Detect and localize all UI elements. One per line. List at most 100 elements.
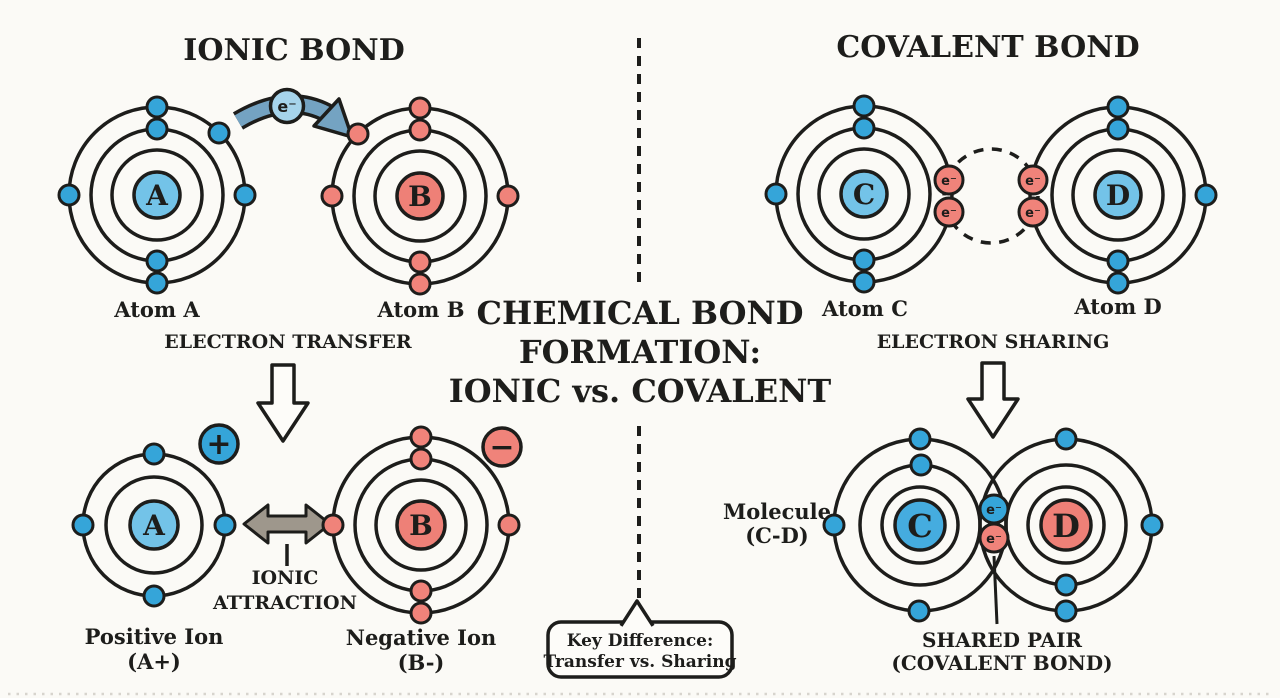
shared-electron — [933, 164, 965, 196]
atom-b: B — [320, 96, 520, 296]
ionic-attraction-label1: IONIC — [252, 567, 319, 589]
electron-dot — [1106, 271, 1130, 295]
electron-dot — [852, 94, 876, 118]
atom-b-label: Atom B — [377, 297, 465, 322]
key-difference-line2: Transfer vs. Sharing — [544, 652, 737, 672]
electron-dot — [1054, 599, 1078, 623]
electron-dot — [145, 117, 169, 141]
electron-dot — [142, 442, 166, 466]
atom-b-nucleus — [395, 171, 445, 221]
electron-dot — [408, 272, 432, 296]
ionic-attraction: IONIC ATTRACTION — [212, 503, 357, 614]
down-arrow-icon — [256, 363, 310, 443]
molecule-label1: Molecule — [723, 499, 831, 524]
electron-dot — [909, 453, 933, 477]
ionic-panel: IONIC BOND A e⁻ — [57, 33, 523, 675]
electron-transfer-label: ELECTRON TRANSFER — [164, 331, 412, 353]
electron-dot — [822, 513, 846, 537]
atom-d-label: Atom D — [1073, 294, 1161, 319]
electron-dot — [142, 584, 166, 608]
shared-electron — [1017, 196, 1049, 228]
atom-d-symbol: D — [1106, 179, 1130, 212]
shared-pair-label2: (COVALENT BOND) — [891, 651, 1112, 675]
shared-electron — [933, 196, 965, 228]
main-title-line2: FORMATION: — [519, 333, 761, 371]
minus-charge-badge — [481, 426, 523, 468]
orbit-ring — [104, 475, 204, 575]
negative-ion-label2: (B-) — [398, 650, 445, 675]
electron-badge — [268, 87, 306, 125]
covalent-title: COVALENT BOND — [836, 30, 1139, 65]
orbit-ring — [110, 148, 204, 242]
key-difference-bubble: Key Difference: Transfer vs. Sharing — [544, 599, 737, 679]
atom-c-nucleus — [839, 169, 889, 219]
atom-a-symbol: A — [145, 179, 169, 212]
orbit-ring — [373, 149, 467, 243]
positive-ion: A + — [71, 423, 240, 608]
shared-pair-electron — [978, 522, 1010, 554]
atom-c: C e⁻ e⁻ — [764, 94, 965, 294]
electron-dot — [1106, 117, 1130, 141]
electron-dot — [1054, 573, 1078, 597]
electron-dot — [145, 249, 169, 273]
atom-a-label: Atom A — [113, 297, 200, 322]
ionic-title: IONIC BOND — [183, 33, 404, 68]
bubble-tail — [619, 599, 655, 627]
minus-sign: − — [489, 430, 514, 465]
electron-dot — [1194, 183, 1218, 207]
positive-ion-label2: (A+) — [127, 649, 181, 674]
molecule-d-symbol: D — [1052, 507, 1080, 545]
shared-electron-label: e⁻ — [1025, 174, 1041, 189]
electron-dot — [1140, 513, 1164, 537]
atom-c-label: Atom C — [821, 296, 908, 321]
main-title-line3: IONIC vs. COVALENT — [449, 372, 832, 410]
negative-ion: B − — [321, 425, 523, 625]
electron-dot — [145, 271, 169, 295]
transfer-arrow-head — [312, 97, 354, 139]
shared-pair-label1: SHARED PAIR — [922, 628, 1082, 652]
electron-dot — [408, 96, 432, 120]
positive-ion-label1: Positive Ion — [85, 624, 224, 649]
electron-dot — [408, 118, 432, 142]
electron-dot — [145, 95, 169, 119]
orbit-ring — [1071, 148, 1165, 242]
molecule-d-nucleus — [1039, 498, 1093, 552]
negative-ion-symbol: B — [409, 509, 433, 542]
shared-electron-label: e⁻ — [941, 174, 957, 189]
positive-ion-nucleus — [128, 499, 180, 551]
shared-electron — [1017, 164, 1049, 196]
shared-pair-electron-label: e⁻ — [986, 503, 1002, 518]
electron-dot — [321, 513, 345, 537]
atom-c-symbol: C — [853, 178, 875, 211]
shared-electron-label: e⁻ — [941, 206, 957, 221]
electron-dot — [907, 599, 931, 623]
covalent-panel: COVALENT BOND C e⁻ e⁻ D — [723, 30, 1218, 675]
orbit-ring — [880, 485, 960, 565]
atom-b-symbol: B — [408, 180, 432, 213]
electron-dot — [408, 250, 432, 274]
molecule-c-nucleus — [893, 498, 947, 552]
electron-sharing-label: ELECTRON SHARING — [877, 331, 1110, 353]
atom-a: A — [57, 95, 257, 295]
electron-dot — [496, 184, 520, 208]
center-section: CHEMICAL BOND FORMATION: IONIC vs. COVAL… — [8, 38, 1272, 696]
electron-dot — [320, 184, 344, 208]
atom-a-nucleus — [132, 170, 182, 220]
electron-dot — [71, 513, 95, 537]
sharing-dashed-circle — [942, 147, 1040, 245]
electron-dot — [409, 425, 433, 449]
electron-dot — [908, 427, 932, 451]
electron-dot — [1106, 95, 1130, 119]
ionic-attraction-label2: ATTRACTION — [212, 592, 357, 614]
electron-dot — [213, 513, 237, 537]
negative-ion-nucleus — [395, 499, 447, 551]
electron-transfer-arrow-icon: e⁻ — [232, 87, 354, 139]
shared-pair-electron-label: e⁻ — [986, 532, 1002, 547]
shared-electron-label: e⁻ — [1025, 206, 1041, 221]
orbit-ring — [1026, 485, 1106, 565]
key-difference-line1: Key Difference: — [567, 631, 714, 651]
negative-ion-label1: Negative Ion — [346, 625, 497, 650]
electron-dot — [764, 182, 788, 206]
